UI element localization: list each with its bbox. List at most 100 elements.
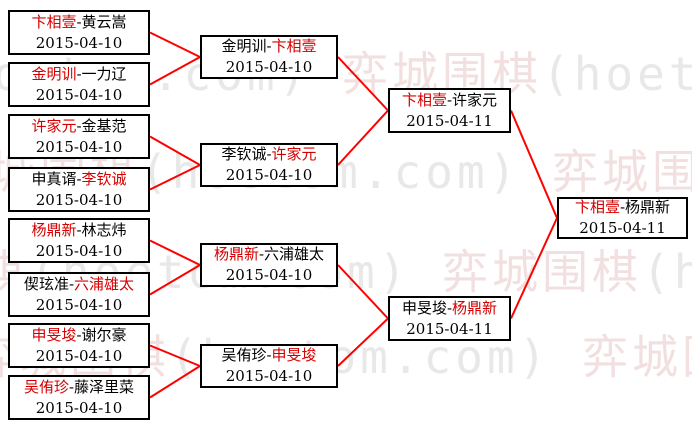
match-players: 卞相壹-杨鼎新 — [575, 197, 670, 218]
player-right: 李钦诚 — [81, 169, 127, 188]
player-left: 偰玹准 — [23, 274, 69, 293]
connector-line — [149, 56, 201, 86]
player-right: 林志炜 — [81, 220, 127, 239]
match-date: 2015-04-10 — [225, 166, 313, 184]
match-players: 吴侑珍-藤泽里菜 — [24, 377, 134, 398]
vs-dash: - — [76, 64, 82, 83]
match-players: 杨鼎新-林志炜 — [31, 220, 126, 241]
player-right: 杨鼎新 — [452, 298, 498, 317]
player-left: 李钦诚 — [221, 145, 267, 163]
connector-line — [337, 109, 389, 166]
match-players: 申旻埈-杨鼎新 — [402, 298, 497, 319]
connector-line — [510, 217, 558, 319]
player-right: 金基范 — [81, 116, 127, 135]
player-right: 一力辽 — [81, 64, 127, 83]
vs-dash: - — [76, 12, 82, 31]
vs-dash: - — [68, 377, 75, 396]
match-date: 2015-04-10 — [35, 33, 123, 52]
connector-line — [149, 239, 201, 266]
vs-dash: - — [76, 220, 82, 239]
vs-dash: - — [446, 298, 453, 317]
connector-line — [337, 264, 389, 320]
match-date: 2015-04-10 — [225, 367, 313, 385]
player-right: 杨鼎新 — [625, 198, 671, 216]
player-right: 卞相壹 — [271, 37, 317, 55]
player-right: 六浦雄太 — [264, 245, 325, 263]
connector-line — [149, 31, 201, 58]
vs-dash: - — [76, 325, 82, 344]
player-left: 卞相壹 — [574, 198, 620, 216]
vs-dash: - — [619, 198, 626, 216]
player-left: 申真谞 — [31, 169, 77, 188]
connector-line — [149, 164, 201, 191]
match-date: 2015-04-11 — [406, 319, 493, 338]
connector-line — [337, 317, 389, 367]
player-left: 金明训 — [221, 37, 267, 55]
match-date: 2015-04-10 — [35, 295, 123, 314]
player-right: 许家元 — [452, 90, 498, 109]
match-players: 许家元-金基范 — [31, 116, 126, 137]
connector-line — [149, 135, 201, 166]
connector-line — [149, 264, 201, 296]
player-left: 申旻埈 — [31, 325, 77, 344]
connector-line — [149, 365, 201, 399]
match-players: 卞相壹-黄云嵩 — [31, 12, 126, 33]
vs-dash: - — [258, 245, 265, 263]
match-date: 2015-04-10 — [35, 85, 123, 104]
vs-dash: - — [446, 90, 453, 109]
vs-dash: - — [266, 37, 272, 55]
match-date: 2015-04-10 — [35, 241, 123, 260]
player-left: 吴侑珍 — [221, 346, 267, 364]
player-left: 申旻埈 — [401, 298, 447, 317]
player-right: 六浦雄太 — [74, 274, 135, 293]
match-date: 2015-04-10 — [35, 190, 123, 209]
player-right: 申旻埈 — [271, 346, 317, 364]
match-players: 金明训-卞相壹 — [221, 36, 316, 57]
vs-dash: - — [76, 169, 82, 188]
player-right: 黄云嵩 — [81, 12, 127, 31]
match-date: 2015-04-11 — [579, 219, 666, 237]
match-date: 2015-04-10 — [225, 58, 313, 76]
vs-dash: - — [266, 346, 272, 364]
match-players: 吴侑珍-申旻埈 — [221, 345, 316, 366]
match-players: 杨鼎新-六浦雄太 — [214, 244, 324, 265]
match-date: 2015-04-10 — [35, 137, 123, 156]
vs-dash: - — [68, 274, 75, 293]
vs-dash: - — [76, 116, 82, 135]
match-date: 2015-04-10 — [35, 398, 123, 417]
match-players: 卞相壹-许家元 — [402, 90, 497, 111]
match-date: 2015-04-10 — [35, 346, 123, 365]
player-left: 卞相壹 — [31, 12, 77, 31]
player-left: 卞相壹 — [401, 90, 447, 109]
match-players: 申真谞-李钦诚 — [31, 169, 126, 190]
player-right: 藤泽里菜 — [74, 377, 135, 396]
match-players: 李钦诚-许家元 — [221, 144, 316, 165]
player-left: 吴侑珍 — [23, 377, 69, 396]
match-players: 申旻埈-谢尔豪 — [31, 325, 126, 346]
connector-line — [510, 110, 558, 219]
match-players: 偰玹准-六浦雄太 — [24, 274, 134, 295]
player-left: 杨鼎新 — [31, 220, 77, 239]
player-right: 许家元 — [271, 145, 317, 163]
vs-dash: - — [266, 145, 272, 163]
match-players: 金明训-一力辽 — [31, 64, 126, 85]
match-date: 2015-04-11 — [406, 111, 493, 130]
player-left: 金明训 — [31, 64, 77, 83]
